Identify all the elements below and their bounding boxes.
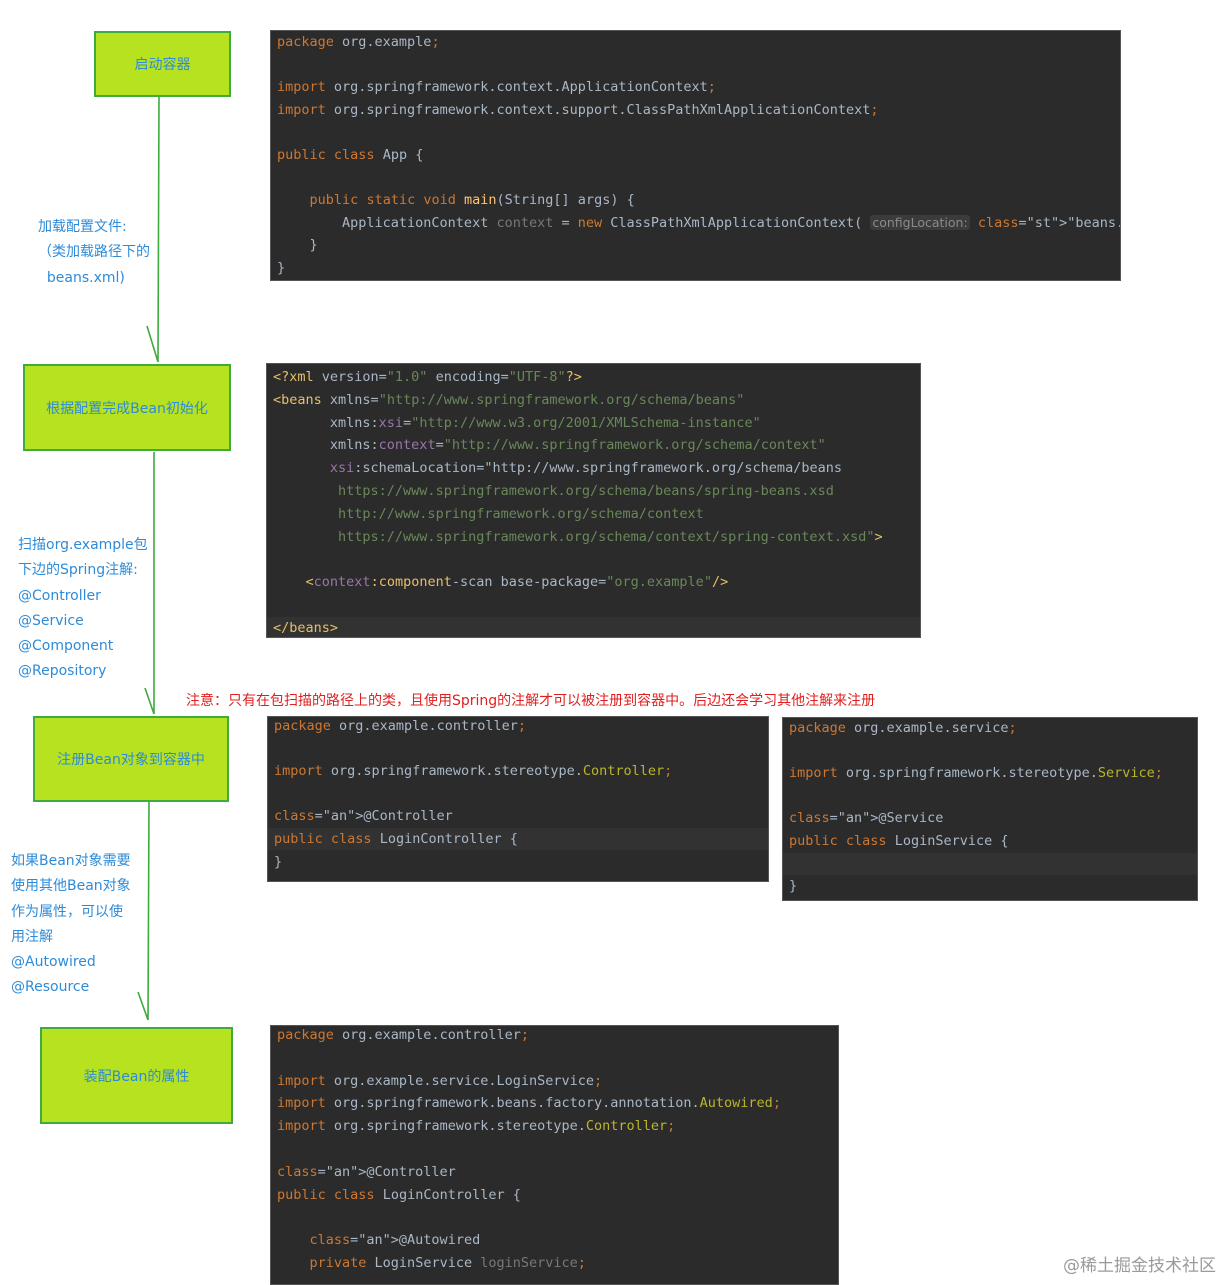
edge-note-autowire: 如果Bean对象需要 使用其他Bean对象 作为属性，可以使 用注解 @Auto… bbox=[11, 853, 131, 996]
code-line: import org.springframework.beans.factory… bbox=[277, 1095, 781, 1112]
arrow-1 bbox=[146, 95, 160, 363]
step-bean-init: 根据配置完成Bean初始化 bbox=[23, 364, 231, 451]
code-line: public class LoginService { bbox=[789, 833, 1009, 849]
current-line-highlight bbox=[267, 616, 920, 637]
current-line-highlight bbox=[268, 828, 768, 850]
code-panel-app: package org.example; import org.springfra… bbox=[270, 30, 1121, 281]
current-line-highlight bbox=[783, 852, 1197, 875]
step-register-bean: 注册Bean对象到容器中 bbox=[33, 716, 229, 802]
code-line: class="an">@Autowired bbox=[309, 1232, 481, 1249]
code-line: xsi:schemaLocation="http://www.springfra… bbox=[329, 460, 842, 477]
step-start-container: 启动容器 bbox=[94, 31, 231, 97]
code-panel-login-service: package org.example.service; import org.s… bbox=[782, 717, 1198, 901]
watermark: @稀土掘金技术社区 bbox=[1063, 1256, 1216, 1276]
edge-note-load-config: 加载配置文件: （类加载路径下的 beans.xml) bbox=[38, 219, 150, 286]
code-line: } bbox=[274, 853, 283, 870]
code-line: } bbox=[277, 260, 286, 276]
code-line: private LoginService loginService; bbox=[309, 1255, 586, 1271]
code-line: </beans> bbox=[273, 619, 339, 636]
edge-note-scan-annotations: 扫描org.example包 下边的Spring注解: @Controller … bbox=[18, 537, 148, 680]
code-line: http://www.springframework.org/schema/co… bbox=[338, 505, 704, 522]
code-line: public class LoginController { bbox=[277, 1186, 521, 1203]
code-line: import org.springframework.stereotype.Se… bbox=[789, 765, 1163, 782]
step-wire-properties: 装配Bean的属性 bbox=[40, 1027, 233, 1124]
code-line: package org.example.controller; bbox=[277, 1027, 529, 1043]
code-line: public static void main(String[] args) { bbox=[309, 192, 635, 209]
step-register-bean-label: 注册Bean对象到容器中 bbox=[57, 752, 205, 768]
code-line: https://www.springframework.org/schema/b… bbox=[338, 483, 834, 499]
code-line: <context:component-scan base-package="or… bbox=[305, 574, 729, 591]
arrow-3 bbox=[137, 801, 150, 1021]
code-line: } bbox=[277, 237, 318, 254]
code-line: public class App { bbox=[277, 147, 424, 163]
step-wire-properties-label: 装配Bean的属性 bbox=[83, 1068, 190, 1085]
code-line: public class LoginController { bbox=[274, 831, 518, 847]
code-line: class="an">@Service bbox=[789, 810, 944, 827]
code-panel-login-controller-autowired: package org.example.controller; import or… bbox=[270, 1025, 839, 1285]
code-line: package org.example.controller; bbox=[274, 718, 526, 734]
code-line: import org.springframework.stereotype.Co… bbox=[274, 763, 673, 780]
code-line: class="an">@Controller bbox=[277, 1163, 456, 1180]
code-line: https://www.springframework.org/schema/c… bbox=[338, 528, 883, 545]
step-start-container-label: 启动容器 bbox=[134, 57, 191, 73]
code-line: import org.springframework.context.Appli… bbox=[277, 79, 716, 96]
code-panel-login-controller: package org.example.controller; import or… bbox=[267, 716, 769, 882]
code-line: xmlns:context="http://www.springframewor… bbox=[273, 437, 826, 454]
code-panel-beans-xml: <?xml version="1.0" encoding="UTF-8"?> <b… bbox=[266, 363, 921, 638]
code-line: package org.example.service; bbox=[789, 720, 1017, 736]
code-line: import org.example.service.LoginService; bbox=[277, 1072, 603, 1089]
code-line: } bbox=[789, 878, 798, 895]
code-line: <?xml version="1.0" encoding="UTF-8"?> bbox=[273, 369, 582, 385]
warning-note: 注意：只有在包扫描的路径上的类，且使用Spring的注解才可以被注册到容器中。后… bbox=[186, 693, 876, 709]
step-bean-init-label: 根据配置完成Bean初始化 bbox=[46, 400, 208, 417]
code-line: package org.example; bbox=[277, 34, 440, 50]
code-line: <beans xmlns="http://www.springframework… bbox=[273, 391, 745, 408]
code-line: class="an">@Controller bbox=[274, 808, 453, 825]
arrow-2 bbox=[144, 452, 155, 715]
code-line: xmlns:xsi="http://www.w3.org/2001/XMLSch… bbox=[273, 414, 761, 431]
code-line: import org.springframework.context.suppo… bbox=[277, 101, 879, 118]
code-line: ApplicationContext context = new ClassPa… bbox=[277, 214, 1121, 231]
code-line: import org.springframework.stereotype.Co… bbox=[277, 1118, 676, 1135]
